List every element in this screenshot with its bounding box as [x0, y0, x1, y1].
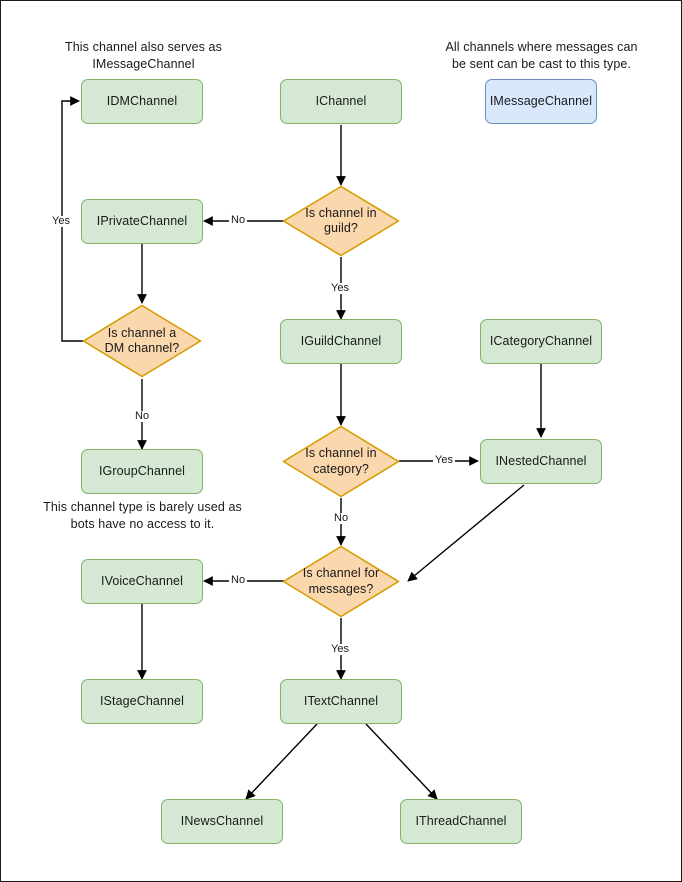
edge-label-guild-no: No	[229, 214, 248, 226]
node-inestedchannel-label: INestedChannel	[495, 453, 587, 468]
edge-label-dm-yes: Yes	[50, 215, 72, 227]
node-inewschannel[interactable]: INewsChannel	[161, 799, 283, 844]
node-iguildchannel-label: IGuildChannel	[300, 333, 382, 348]
node-igroupchannel[interactable]: IGroupChannel	[81, 449, 203, 494]
decision-messages-shape	[282, 545, 400, 618]
node-ivoicechannel[interactable]: IVoiceChannel	[81, 559, 203, 604]
edge-label-dm-no: No	[133, 410, 152, 422]
node-iprivatechannel[interactable]: IPrivateChannel	[81, 199, 203, 244]
node-inewschannel-label: INewsChannel	[180, 813, 264, 828]
note-dm-line2: IMessageChannel	[92, 56, 195, 71]
decision-category-line1: Is channel in	[305, 446, 377, 461]
node-ivoicechannel-label: IVoiceChannel	[101, 573, 183, 588]
node-decision-guild[interactable]: Is channel in guild?	[282, 185, 400, 257]
node-ithreadchannel-label: IThreadChannel	[415, 813, 507, 828]
decision-category-label: Is channel in category?	[299, 446, 382, 477]
edge-label-category-yes: Yes	[433, 454, 455, 466]
node-istagechannel[interactable]: IStageChannel	[81, 679, 203, 724]
edge-nested-to-messages	[407, 484, 525, 582]
node-inestedchannel[interactable]: INestedChannel	[480, 439, 602, 484]
note-message-line1: All channels where messages can	[445, 40, 638, 54]
node-imessagechannel[interactable]: IMessageChannel	[485, 79, 597, 124]
decision-dm-label: Is channel a DM channel?	[99, 326, 186, 357]
decision-dm-line2: DM channel?	[104, 341, 180, 355]
decision-messages-line2: messages?	[308, 581, 374, 596]
note-group-channel: This channel type is barely used as bots…	[41, 499, 244, 532]
node-iprivatechannel-label: IPrivateChannel	[96, 213, 188, 228]
node-decision-category[interactable]: Is channel in category?	[282, 425, 400, 498]
node-ichannel-label: IChannel	[315, 93, 367, 108]
edge-label-guild-yes: Yes	[329, 282, 351, 294]
node-iguildchannel[interactable]: IGuildChannel	[280, 319, 402, 364]
node-icategorychannel-label: ICategoryChannel	[489, 333, 593, 348]
decision-messages-line1: Is channel for	[302, 566, 380, 581]
node-decision-messages[interactable]: Is channel for messages?	[282, 545, 400, 618]
decision-dm-line1: Is channel a	[107, 325, 177, 340]
node-itextchannel[interactable]: ITextChannel	[280, 679, 402, 724]
decision-messages-label: Is channel for messages?	[297, 566, 385, 597]
note-group-line2: bots have no access to it.	[70, 516, 215, 531]
edge-text-to-news	[245, 723, 318, 800]
node-idmchannel-label: IDMChannel	[106, 93, 178, 108]
node-idmchannel[interactable]: IDMChannel	[81, 79, 203, 124]
decision-category-shape	[282, 425, 400, 498]
node-itextchannel-label: ITextChannel	[303, 693, 379, 708]
decision-dm-shape	[82, 304, 202, 378]
node-istagechannel-label: IStageChannel	[99, 693, 184, 708]
decision-guild-line1: Is channel in	[305, 205, 377, 220]
edge-label-category-no: No	[332, 512, 351, 524]
note-message-channel: All channels where messages can be sent …	[434, 39, 649, 72]
node-ithreadchannel[interactable]: IThreadChannel	[400, 799, 522, 844]
edge-label-messages-yes: Yes	[329, 643, 351, 655]
note-group-line1: This channel type is barely used as	[43, 500, 242, 514]
decision-guild-shape	[282, 185, 400, 257]
decision-guild-label: Is channel in guild?	[299, 206, 382, 237]
decision-guild-line2: guild?	[324, 221, 358, 235]
note-message-line2: be sent can be cast to this type.	[451, 56, 632, 71]
node-decision-dm[interactable]: Is channel a DM channel?	[82, 304, 202, 378]
note-dm-channel: This channel also serves as IMessageChan…	[56, 39, 231, 72]
node-ichannel[interactable]: IChannel	[280, 79, 402, 124]
edge-label-messages-no: No	[229, 574, 248, 586]
edge-text-to-thread	[365, 723, 438, 800]
note-dm-line1: This channel also serves as	[65, 40, 222, 54]
node-igroupchannel-label: IGroupChannel	[98, 463, 186, 478]
node-imessagechannel-label: IMessageChannel	[489, 93, 593, 108]
decision-category-line2: category?	[313, 461, 369, 476]
node-icategorychannel[interactable]: ICategoryChannel	[480, 319, 602, 364]
